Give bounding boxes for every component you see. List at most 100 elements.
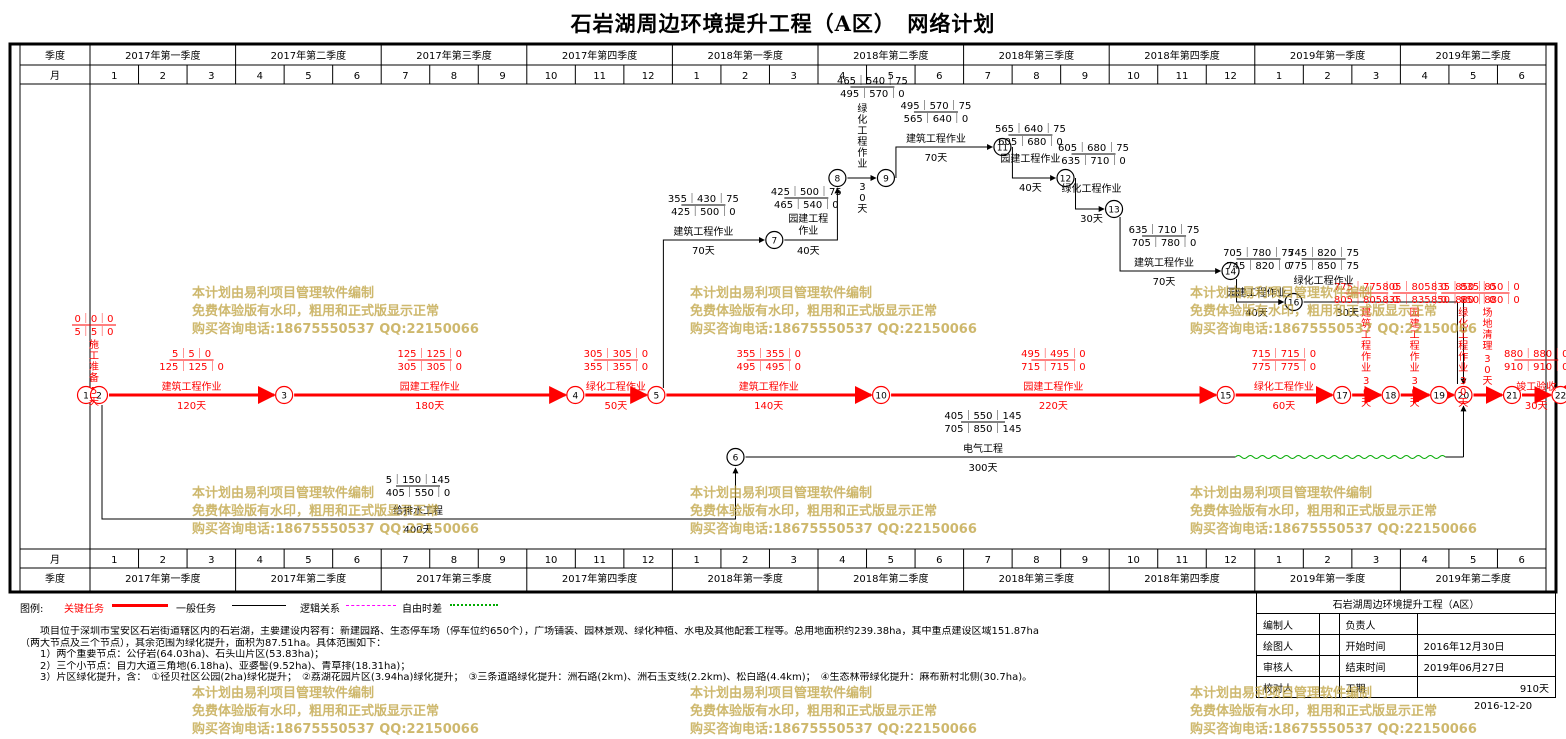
task-duration: 70天 bbox=[692, 246, 715, 257]
normal-task-arrow bbox=[662, 237, 765, 388]
task-time-late: 835｜835｜0 bbox=[1382, 294, 1447, 306]
month-number: 5 bbox=[888, 555, 894, 566]
quarter-label: 2017年第一季度 bbox=[125, 572, 200, 585]
month-number: 2 bbox=[160, 555, 166, 566]
reviewer-label: 审核人 bbox=[1255, 655, 1321, 677]
node-22 bbox=[1551, 385, 1566, 405]
node-label: 1 bbox=[83, 392, 89, 402]
node-label: 21 bbox=[1506, 392, 1517, 402]
task-time-late: 705｜850｜145 bbox=[944, 423, 1021, 435]
owner-label: 负责人 bbox=[1338, 613, 1418, 635]
task-name: 准 bbox=[89, 361, 99, 373]
task-time-late: 355｜355｜0 bbox=[584, 361, 649, 373]
node-label: 16 bbox=[1288, 299, 1300, 309]
task-time-early: 305｜305｜0 bbox=[584, 348, 649, 360]
node-label: 10 bbox=[875, 392, 887, 402]
task-time-late: 805｜805｜0 bbox=[1334, 294, 1399, 306]
task-duration: 30天 bbox=[1525, 401, 1548, 412]
task-name: 电气工程 bbox=[963, 442, 1003, 455]
node-label: 3 bbox=[281, 392, 287, 402]
task-time-late: 605｜680｜0 bbox=[998, 136, 1063, 148]
description-line: （两大节点及三个节点），其余范围为绿化提升，面积为87.51ha。具体范围如下： bbox=[20, 637, 387, 649]
month-number: 3 bbox=[208, 71, 214, 82]
task-name: 程 bbox=[857, 136, 867, 148]
month-number: 7 bbox=[402, 555, 408, 566]
quarter-label: 2018年第一季度 bbox=[707, 49, 782, 62]
task-time-early: 495｜570｜75 bbox=[900, 100, 971, 112]
month-number: 4 bbox=[1421, 555, 1427, 566]
quarter-label: 2019年第一季度 bbox=[1290, 49, 1365, 62]
month-number: 1 bbox=[693, 71, 699, 82]
task-name: 工 bbox=[1458, 330, 1468, 341]
task-duration: 3 bbox=[859, 182, 865, 193]
end-value: 2019年06月27日 bbox=[1416, 655, 1557, 677]
task-name: 园 bbox=[1410, 307, 1420, 319]
month-number: 3 bbox=[791, 71, 797, 82]
month-number: 4 bbox=[257, 71, 263, 82]
legend-critical-line bbox=[112, 604, 168, 607]
quarter-label: 2019年第二季度 bbox=[1435, 572, 1510, 585]
quarter-label: 2017年第四季度 bbox=[562, 49, 637, 62]
task-duration: 天 bbox=[1361, 398, 1371, 409]
month-number: 8 bbox=[1033, 555, 1039, 566]
legend-logic-line bbox=[346, 605, 396, 606]
task-time-early: 880｜880｜0 bbox=[1504, 348, 1566, 360]
month-number: 10 bbox=[545, 71, 558, 82]
task-name: 化 bbox=[857, 113, 867, 126]
legend-logic-label: 逻辑关系 bbox=[300, 604, 340, 615]
description-line: 1）两个重要节点：公仔岩(64.03ha)、石头山片区(53.83ha)； bbox=[20, 649, 325, 660]
task-name: 园建工程 bbox=[788, 212, 828, 225]
task-name: 绿化工程作业 bbox=[586, 380, 646, 393]
month-number: 6 bbox=[354, 71, 360, 82]
month-number: 1 bbox=[111, 555, 117, 566]
task-name: 绿化工程作业 bbox=[1254, 380, 1314, 393]
task-name: 作 bbox=[1410, 351, 1420, 363]
task-duration: 天 bbox=[89, 397, 99, 408]
month-number: 9 bbox=[1082, 555, 1088, 566]
task-name: 作 bbox=[857, 147, 867, 159]
task-name: 建筑工程作业 bbox=[162, 380, 222, 393]
task-name: 绿化工程作业 bbox=[1062, 182, 1122, 195]
free-float-line bbox=[1235, 455, 1446, 459]
print-date: 2016-12-20 bbox=[1474, 701, 1533, 712]
start-value: 2016年12月30日 bbox=[1416, 634, 1557, 656]
task-time-late: 305｜305｜0 bbox=[397, 361, 462, 373]
normal-task-arrow bbox=[895, 144, 994, 178]
task-duration: 180天 bbox=[415, 401, 444, 412]
info-project: 石岩湖周边环境提升工程（A区） bbox=[1256, 592, 1556, 614]
editor-label: 编制人 bbox=[1255, 613, 1321, 635]
node-label: 11 bbox=[997, 144, 1008, 154]
task-name: 地 bbox=[1482, 317, 1492, 330]
description-line: 2）三个小节点：自力大道三角地(6.18ha)、亚婆髻(9.52ha)、青草排(… bbox=[20, 660, 411, 672]
task-time-late: 775｜850｜75 bbox=[1288, 260, 1359, 272]
drawer-label: 绘图人 bbox=[1255, 634, 1321, 656]
quarter-label: 2017年第四季度 bbox=[562, 572, 637, 585]
quarter-label: 2018年第四季度 bbox=[1144, 49, 1219, 62]
month-number: 1 bbox=[1276, 555, 1282, 566]
quarter-label: 2018年第三季度 bbox=[999, 572, 1074, 585]
task-duration: 0 bbox=[859, 193, 865, 204]
task-name: 场 bbox=[1482, 306, 1492, 319]
month-number: 10 bbox=[545, 555, 558, 566]
task-duration: 120天 bbox=[177, 401, 206, 412]
legend-prefix: 图例: bbox=[20, 604, 44, 615]
month-number: 4 bbox=[1421, 71, 1427, 82]
task-time-early: 5｜150｜145 bbox=[386, 474, 451, 486]
node-label: 8 bbox=[835, 175, 841, 185]
node-label: 2 bbox=[96, 392, 102, 402]
month-number: 1 bbox=[1276, 71, 1282, 82]
node-21 bbox=[1502, 385, 1522, 405]
month-number: 5 bbox=[1470, 71, 1476, 82]
quarter-label: 2017年第三季度 bbox=[416, 572, 491, 585]
month-number: 2 bbox=[742, 555, 748, 566]
month-number: 11 bbox=[1176, 555, 1189, 566]
node-7 bbox=[765, 230, 784, 250]
task-time-late: 715｜715｜0 bbox=[1021, 361, 1086, 373]
node-8 bbox=[828, 168, 847, 188]
task-duration: 40天 bbox=[1019, 183, 1042, 194]
month-number: 2 bbox=[1324, 555, 1330, 566]
node-label: 18 bbox=[1385, 392, 1397, 402]
task-name: 程 bbox=[1458, 340, 1468, 352]
task-name: 作 bbox=[1361, 351, 1371, 363]
legend-float-line bbox=[450, 604, 498, 606]
